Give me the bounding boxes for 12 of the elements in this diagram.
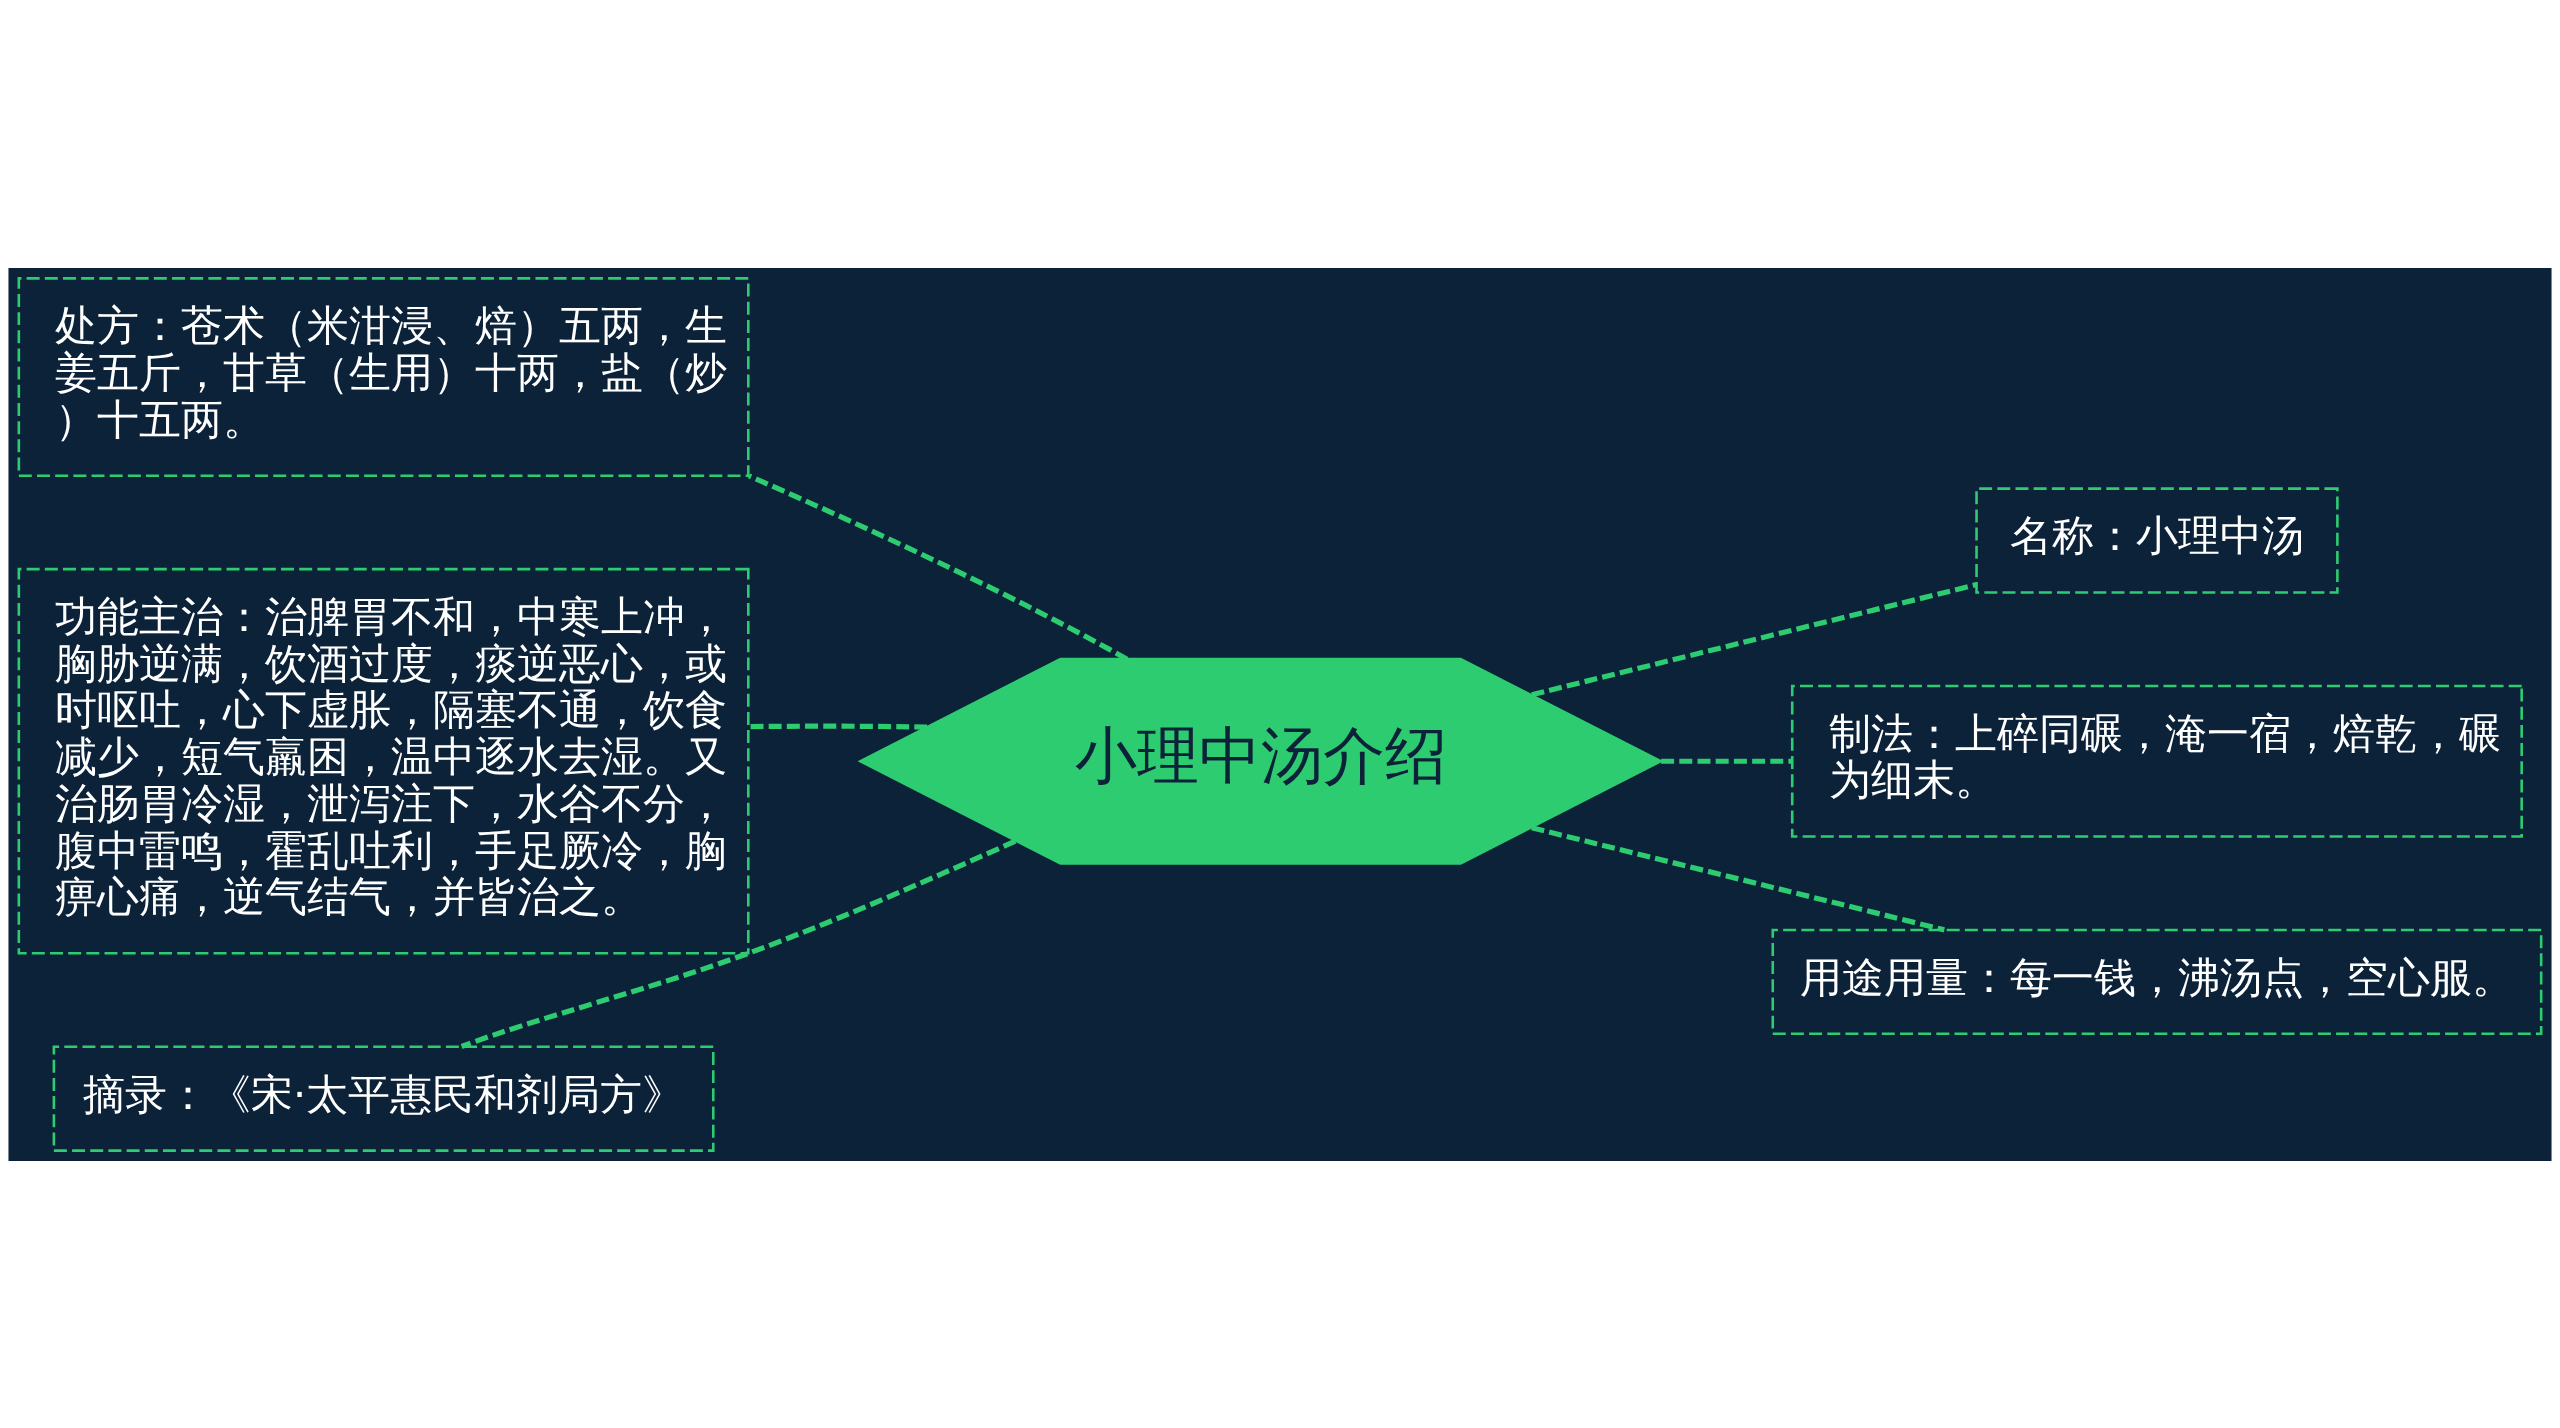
node-box: 摘录：《宋·太平惠民和剂局方》 xyxy=(52,1045,715,1152)
connector xyxy=(747,473,1129,661)
node-box: 制法：上碎同碾，淹一宿，焙乾，碾为细末。 xyxy=(1790,684,2523,838)
node-box: 处方：苍术（米泔浸、焙）五两，生姜五斤，甘草（生用）十两，盐（炒）十五两。 xyxy=(17,276,750,477)
node-box: 用途用量：每一钱，沸汤点，空心服。 xyxy=(1771,928,2543,1035)
node-box: 名称：小理中汤 xyxy=(1975,486,2339,594)
connector xyxy=(1661,758,1793,764)
connector xyxy=(460,838,1017,1049)
connector xyxy=(1531,824,1945,932)
connector xyxy=(749,723,928,730)
node-box: 功能主治：治脾胃不和，中寒上冲，胸胁逆满，饮酒过度，痰逆恶心，或时呕吐，心下虚胀，隔塞不通，饮食减少，短气羸困，温中逐水去湿。又治肠胃冷湿，泄泻注下，水谷不分，腹中雷鸣，霍乱吐利，手足厥冷，胸痹心痛，逆气结气，并皆治之。 xyxy=(17,567,750,955)
connector xyxy=(1531,581,1978,697)
